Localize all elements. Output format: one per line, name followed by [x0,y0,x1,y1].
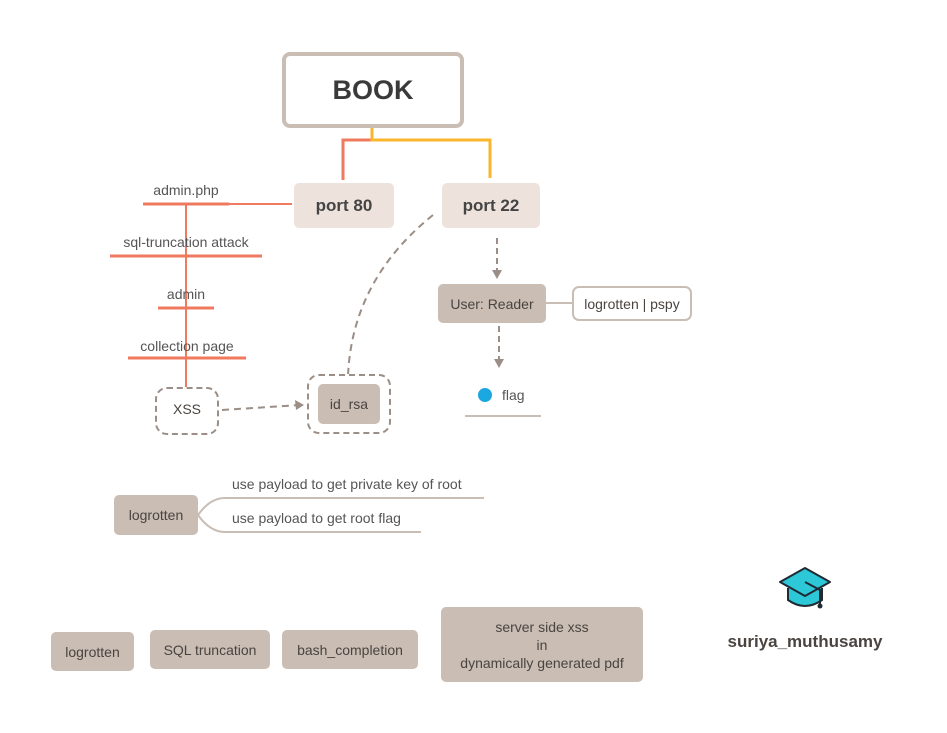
graduation-cap-icon [779,567,831,609]
author-name: suriya_muthusamy [727,632,883,651]
arrow-xss-idrsa [295,400,304,410]
tag-bash-completion: bash_completion [282,630,418,669]
port22-node: port 22 [442,183,540,228]
root-title: BOOK [332,74,414,105]
tag-xss-line2: in [536,636,548,653]
tag-sql-truncation: SQL truncation [150,630,270,669]
user-reader-node: User: Reader [438,284,546,323]
flag-label: flag [502,387,525,403]
id-rsa-node: id_rsa [318,384,380,424]
tools-node: logrotten | pspy [572,286,692,321]
logrotten-node: logrotten [114,495,198,535]
tag-logrotten: logrotten [51,632,134,671]
arrow-port22-user [492,270,502,279]
connector-port22-idrsa [347,214,434,377]
arrow-user-flag [494,359,504,368]
connector-logrotten-2 [197,514,421,533]
logrotten-item-1: use payload to get private key of root [232,476,462,492]
label-admin: admin [166,286,206,302]
root-node-book: BOOK [282,52,464,128]
label-sql-truncation: sql-truncation attack [123,234,249,250]
xss-label: XSS [172,401,201,417]
tag-xss-line3: dynamically generated pdf [460,654,624,671]
tag-server-side-xss: server side xss in dynamically generated… [441,607,643,682]
port80-node: port 80 [294,183,394,228]
logrotten-item-2: use payload to get root flag [232,510,401,526]
connector-xss-idrsa [221,404,301,411]
tag-xss-line1: server side xss [495,618,589,635]
id-rsa-container: id_rsa [307,374,391,434]
label-collection-page: collection page [140,338,234,354]
xss-node: XSS [155,387,219,435]
connector-book-port22 [370,128,492,178]
connector-book-port80 [341,128,374,180]
connector-logrotten-1 [197,497,484,516]
flag-dot [478,388,492,402]
label-admin-php: admin.php [153,182,219,198]
